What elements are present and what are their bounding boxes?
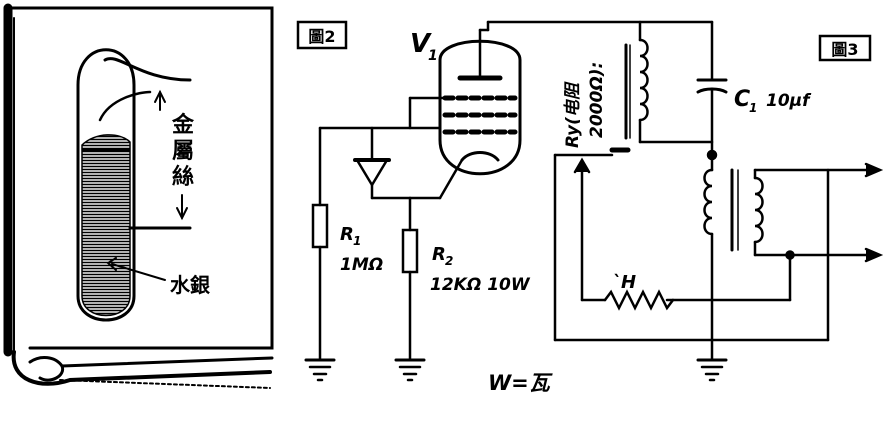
metal-wire-label-3: 絲 [172,164,194,190]
figure-2-circuit [296,20,522,382]
r2-label-sub: 2 [445,254,453,268]
figure-1-mercury-switch [3,3,274,389]
cap-label: C [734,87,750,112]
ground-symbol-r1 [304,358,336,382]
tube-label-sub: 1 [428,48,438,64]
ground-symbol-fig3 [696,358,728,382]
r1-label: R [340,224,354,245]
r2-label: R [432,244,446,265]
mercury-label: 水銀 [170,273,210,297]
ground-symbol-r2 [394,358,426,382]
metal-wire-label-1: 金 [171,112,195,138]
figure-3-circuit [478,20,884,382]
cap-label-sub: 1 [749,101,757,115]
r2-value: 12KΩ 10W [430,275,531,295]
relay-label: Ry(电阻 [563,81,583,148]
r1-label-sub: 1 [353,234,361,248]
heater-label: `H [612,272,636,293]
watt-footnote: W=瓦 [488,371,553,395]
figure-3-tag: 圖3 [831,40,858,59]
relay-value: 2000Ω): [587,62,607,138]
tube-label: V [410,29,432,59]
cap-value: 10μf [766,91,812,111]
r1-value: 1MΩ [340,255,383,275]
metal-wire-label-2: 屬 [172,139,194,164]
figure-2-tag: 圖2 [308,27,335,46]
